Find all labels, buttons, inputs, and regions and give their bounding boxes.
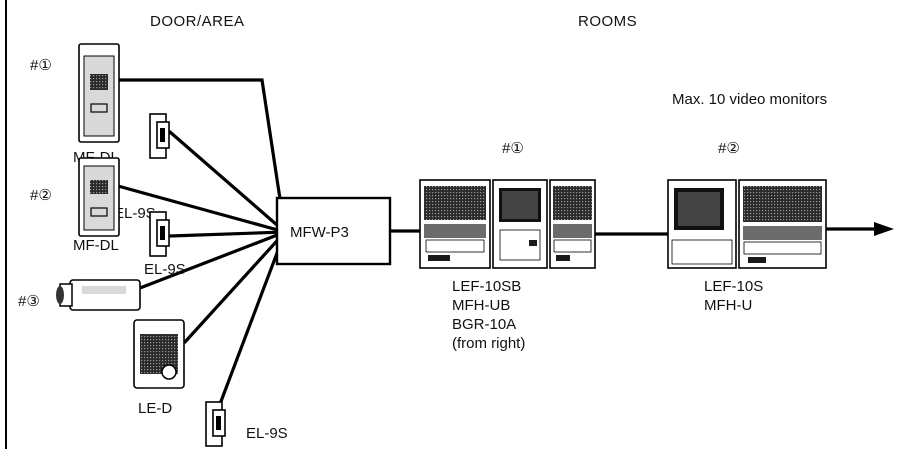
room2-line-2: MFH-U xyxy=(704,297,752,314)
door-marker-2: #② xyxy=(30,187,52,204)
video-camera-icon xyxy=(56,279,141,311)
wiring xyxy=(116,78,894,406)
door-marker-3: #③ xyxy=(18,293,40,310)
release-label-1: EL-9S xyxy=(114,205,156,222)
el-9s-release-3-icon xyxy=(205,401,226,447)
header-door-area: DOOR/AREA xyxy=(150,13,245,30)
room2-line-1: LEF-10S xyxy=(704,278,763,295)
arrow-head-icon xyxy=(874,222,894,236)
el-9s-release-1-icon xyxy=(149,113,170,159)
room1-marker: #① xyxy=(502,140,524,157)
release-label-3: EL-9S xyxy=(246,425,288,442)
mf-dl-door-station-2-icon xyxy=(78,157,120,237)
wire-le-d xyxy=(183,230,287,344)
room2-master-stations-icon xyxy=(667,179,827,269)
release-label-2: EL-9S xyxy=(144,261,186,278)
el-9s-release-2-icon xyxy=(149,211,170,257)
room1-line-2: MFH-UB xyxy=(452,297,510,314)
mfw-p3-switcher-box xyxy=(275,196,392,266)
max-monitors-note: Max. 10 video monitors xyxy=(672,91,827,108)
wire-el-9s-3 xyxy=(218,230,287,406)
door-model-2: MF-DL xyxy=(73,237,119,254)
room1-master-stations-icon xyxy=(419,179,596,269)
header-rooms: ROOMS xyxy=(578,13,637,30)
room2-marker: #② xyxy=(718,140,740,157)
wire-mf-dl-2 xyxy=(116,184,287,234)
room1-line-1: LEF-10SB xyxy=(452,278,521,295)
mf-dl-door-station-1-icon xyxy=(78,43,120,143)
le-d-label: LE-D xyxy=(138,400,172,417)
le-d-door-station-icon xyxy=(133,319,185,389)
wire-el-9s-2 xyxy=(168,230,287,238)
wire-mf-dl-1 xyxy=(116,78,287,234)
wire-el-9s-1 xyxy=(168,130,287,234)
room1-line-3: BGR-10A xyxy=(452,316,516,333)
wire-camera xyxy=(138,230,287,290)
switcher-label: MFW-P3 xyxy=(290,224,349,241)
room1-line-4: (from right) xyxy=(452,335,525,352)
door-marker-1: #① xyxy=(30,57,52,74)
